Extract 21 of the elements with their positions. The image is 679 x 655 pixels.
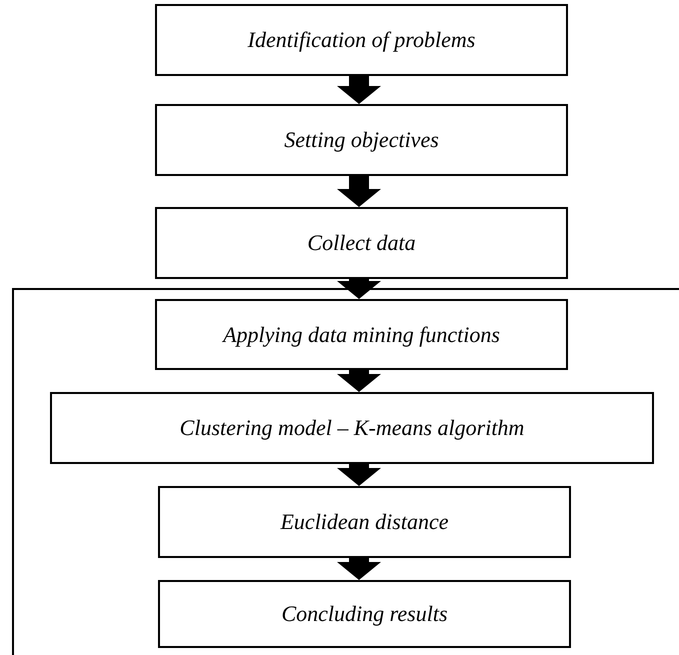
process-box [158,486,571,558]
box-label: Collect data [306,229,417,257]
box-label: Euclidean distance [279,508,450,536]
box-label: Setting objectives [283,126,440,154]
enclosing-frame [12,288,679,655]
box-label: Identification of problems [246,26,476,54]
process-box [155,299,568,370]
arrow [337,176,381,207]
process-box [155,207,568,279]
arrow [337,279,381,299]
process-box [50,392,654,464]
box-label: Clustering model – K-means algorithm [178,414,526,442]
process-box [158,580,571,648]
process-box [155,104,568,176]
box-label: Concluding results [280,600,449,628]
arrow [337,558,381,580]
arrow [337,76,381,104]
arrow [337,464,381,486]
process-box [155,4,568,76]
box-label: Applying data mining functions [221,320,501,348]
arrow [337,370,381,392]
